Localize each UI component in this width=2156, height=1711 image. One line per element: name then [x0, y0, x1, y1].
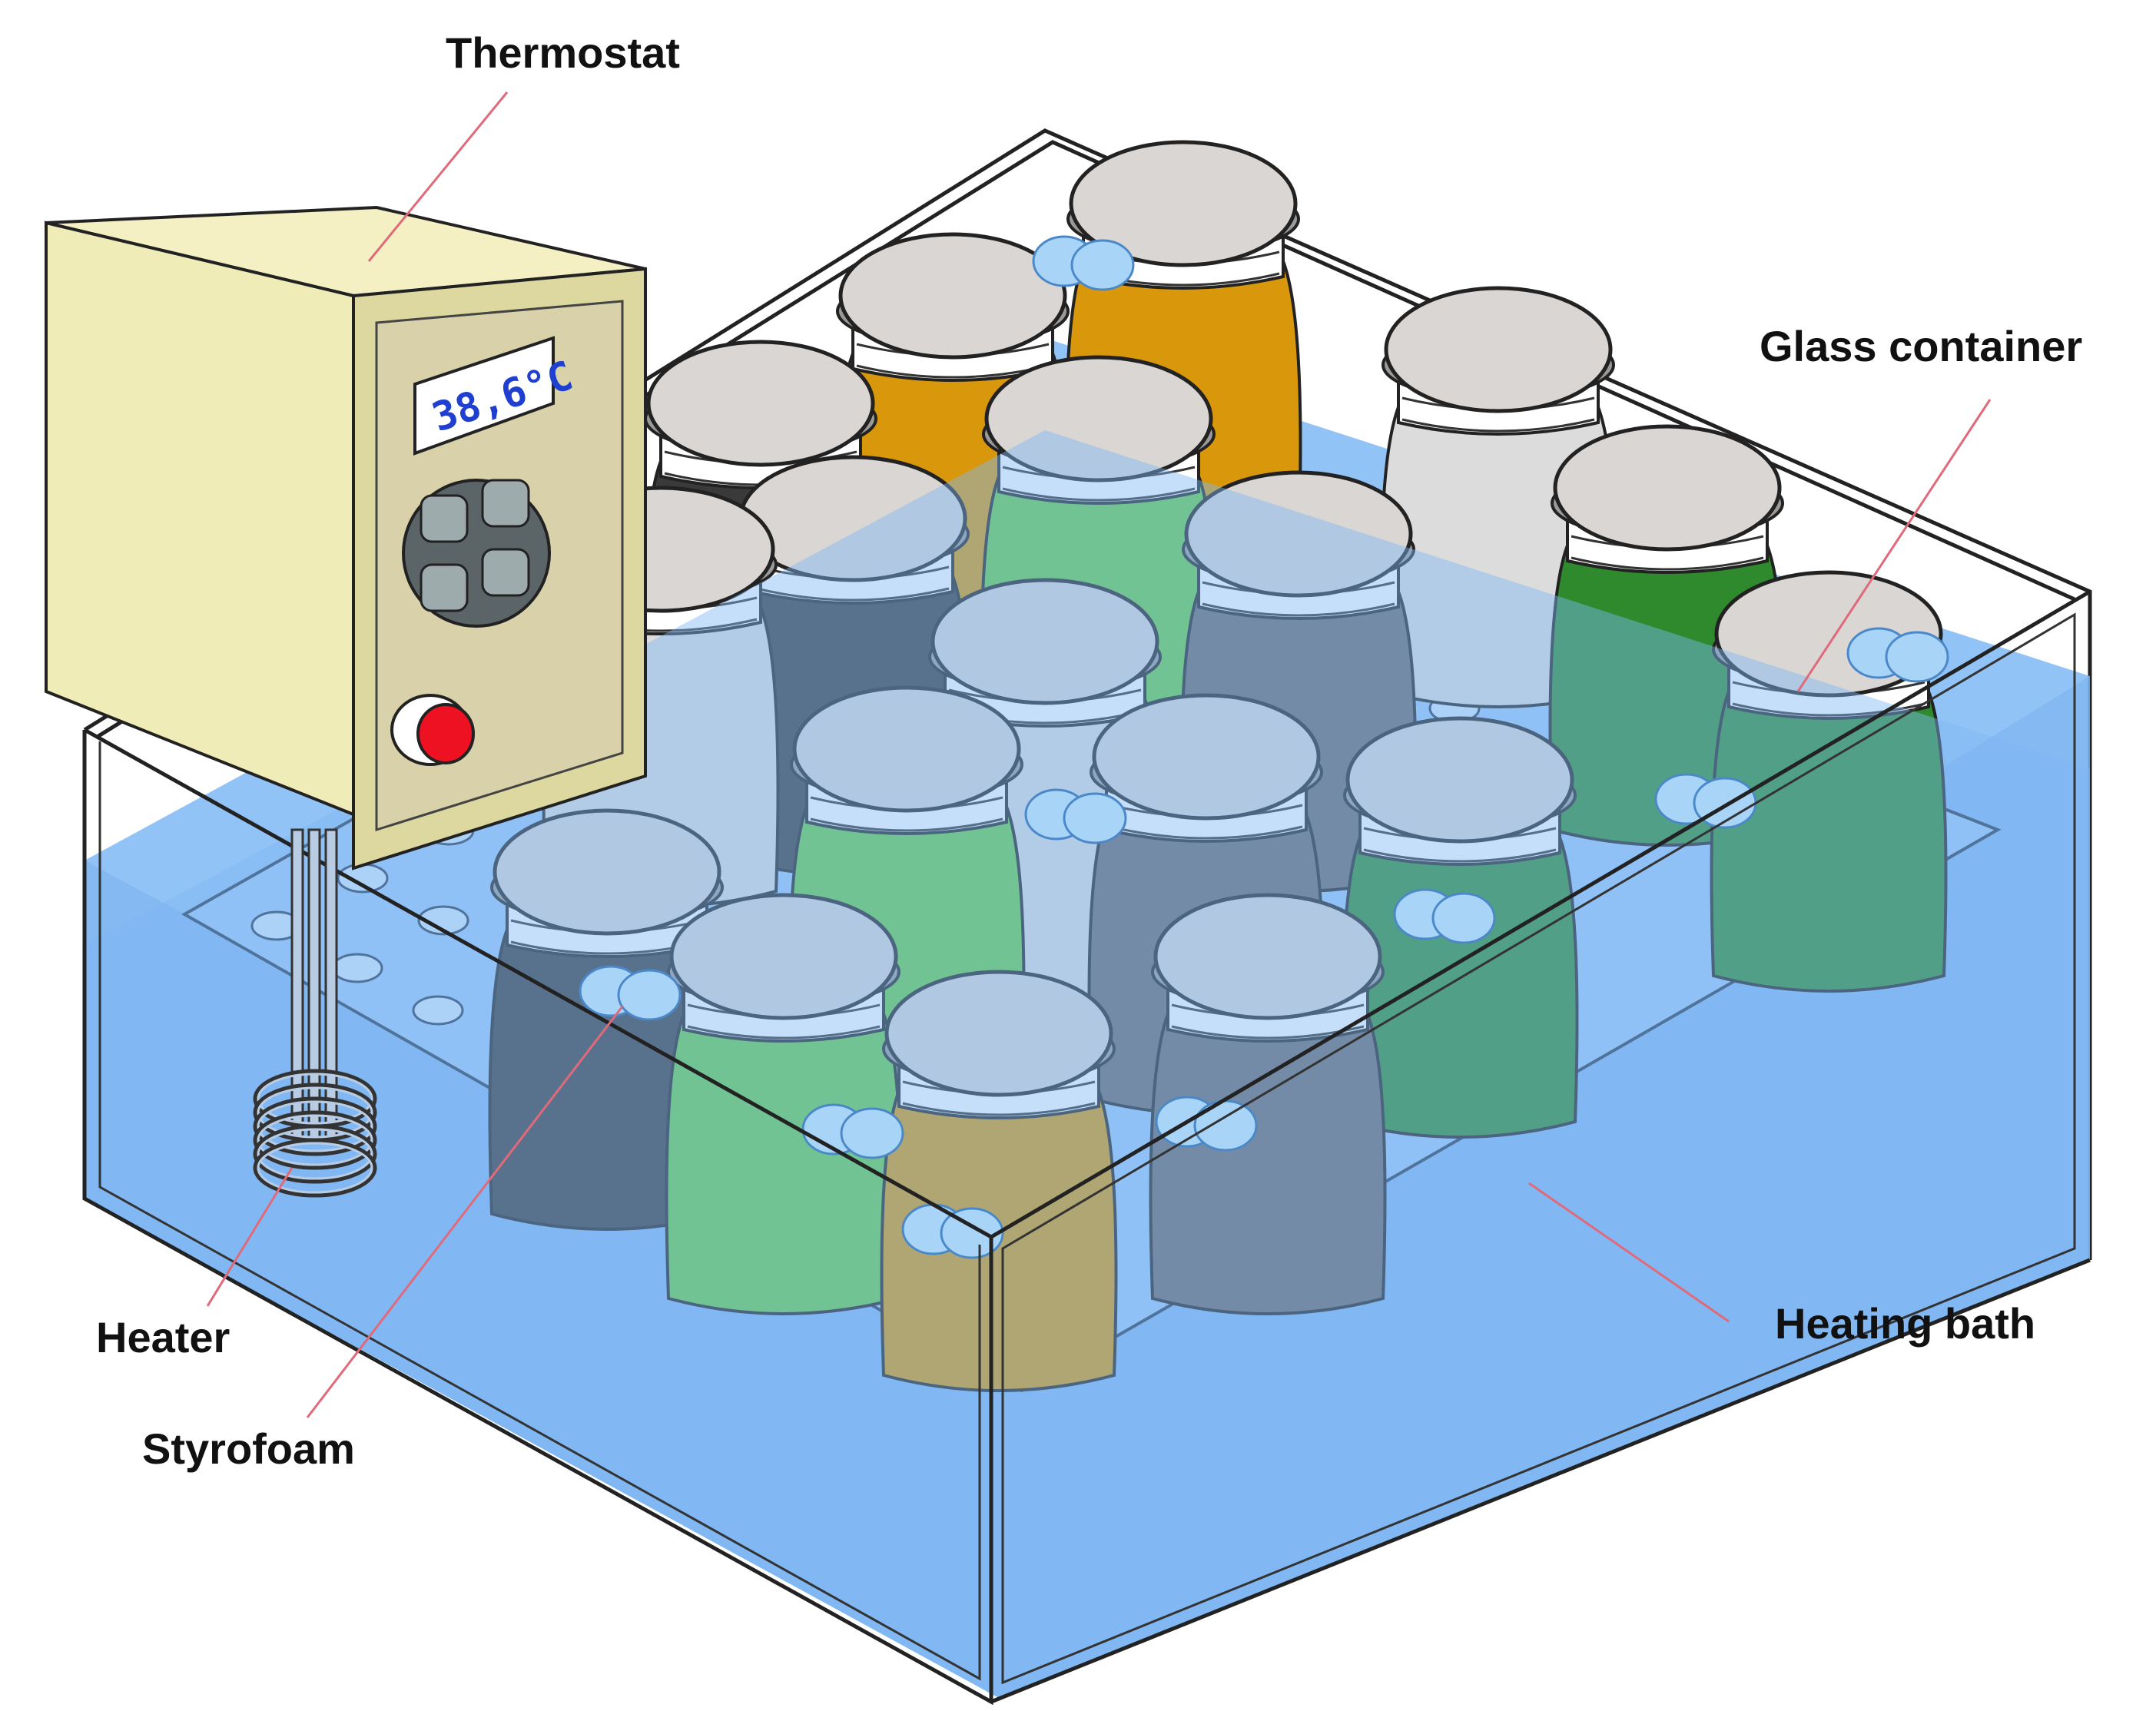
bath-front-outline	[82, 589, 2091, 1706]
leader-heater	[206, 1167, 294, 1307]
label-styrofoam: Styrofoam	[142, 1424, 355, 1473]
leader-heating-bath	[1528, 1182, 1730, 1323]
jar-liquid	[1149, 1013, 1387, 1315]
styrofoam-lobe	[840, 1107, 904, 1159]
styrofoam-piece	[901, 1203, 1004, 1259]
jar-thread	[1571, 556, 1764, 571]
jar-thread	[1202, 602, 1395, 617]
jar-lid	[930, 578, 1159, 705]
styrofoam-piece	[1846, 627, 1949, 683]
styrofoam-piece	[801, 1103, 904, 1159]
styrofoam-lobe	[1063, 792, 1127, 844]
jar-lid	[669, 893, 898, 1020]
styrofoam-pieces	[579, 235, 1949, 1259]
coil-turn	[253, 1110, 377, 1170]
jar-lid	[1069, 140, 1298, 267]
power-knob[interactable]	[390, 694, 475, 766]
tray-hole	[417, 905, 469, 936]
jar-thread	[1732, 702, 1925, 717]
jar-thread	[1363, 848, 1557, 863]
styrofoam-lobe	[1885, 631, 1949, 683]
jar-thread	[687, 1025, 881, 1040]
jar-lid	[1153, 893, 1382, 1020]
leader-glass-container	[1796, 399, 1992, 692]
styrofoam-lobe	[1070, 239, 1135, 291]
styrofoam-piece	[1024, 788, 1127, 844]
coil-turn-highlight	[257, 1114, 373, 1166]
coil-turn-highlight	[257, 1100, 373, 1152]
label-thermostat: Thermostat	[446, 28, 680, 77]
jar-lid	[884, 970, 1113, 1097]
jar-lid	[1184, 470, 1413, 598]
button-bottom-left[interactable]	[420, 563, 469, 612]
jar-thread	[902, 1102, 1096, 1116]
label-glass-container: Glass container	[1760, 322, 2082, 370]
styrofoam-lobe	[617, 969, 682, 1021]
jar-thread	[1002, 487, 1196, 502]
jar-lid	[1345, 716, 1574, 844]
control-buttons	[402, 479, 551, 628]
coil-turn	[253, 1138, 377, 1198]
leader-lines	[206, 91, 1992, 1418]
labels: Thermostat Glass container Heating bath …	[96, 28, 2082, 1473]
jar-lid	[838, 232, 1067, 360]
styrofoam-piece	[1654, 773, 1757, 829]
styrofoam-piece	[579, 965, 682, 1021]
jar-lid	[984, 355, 1213, 482]
coil-turn-highlight	[257, 1128, 373, 1180]
styrofoam-piece	[1393, 888, 1496, 944]
jar-thread	[1110, 825, 1303, 840]
leader-styrofoam	[306, 1006, 624, 1418]
styrofoam-lobe	[1193, 1099, 1258, 1152]
jar-lid	[493, 808, 721, 936]
styrofoam-piece	[1155, 1096, 1258, 1152]
temperature-display	[413, 336, 555, 456]
jar-thread	[1401, 418, 1595, 433]
jar-lid	[1553, 424, 1782, 552]
label-heater: Heater	[96, 1313, 230, 1361]
coil-turn	[253, 1124, 377, 1184]
styrofoam-piece	[1032, 235, 1135, 291]
label-heating-bath: Heating bath	[1775, 1299, 2035, 1348]
heater	[253, 828, 377, 1198]
jar-lid	[1384, 286, 1613, 413]
coil-turn-highlight	[257, 1073, 373, 1125]
heater-coil	[253, 1069, 377, 1198]
button-top-left[interactable]	[420, 494, 469, 543]
button-bottom-right[interactable]	[481, 548, 530, 597]
button-top-right[interactable]	[481, 479, 530, 528]
styrofoam-lobe	[940, 1207, 1004, 1259]
thermostat: 38,6°C	[45, 205, 647, 870]
tray-hole	[412, 995, 464, 1026]
coil-turn	[253, 1096, 377, 1156]
glass-jar	[1149, 893, 1387, 1315]
jar-lid	[1092, 693, 1321, 821]
jar-lid	[646, 340, 875, 467]
jar-thread	[756, 587, 950, 602]
jar-thread	[810, 817, 1003, 832]
coil-turn-highlight	[257, 1142, 373, 1194]
coil-turn-highlight	[257, 1086, 373, 1139]
jar-lid	[792, 685, 1021, 813]
styrofoam-lobe	[1431, 892, 1496, 944]
leader-thermostat	[367, 91, 509, 262]
